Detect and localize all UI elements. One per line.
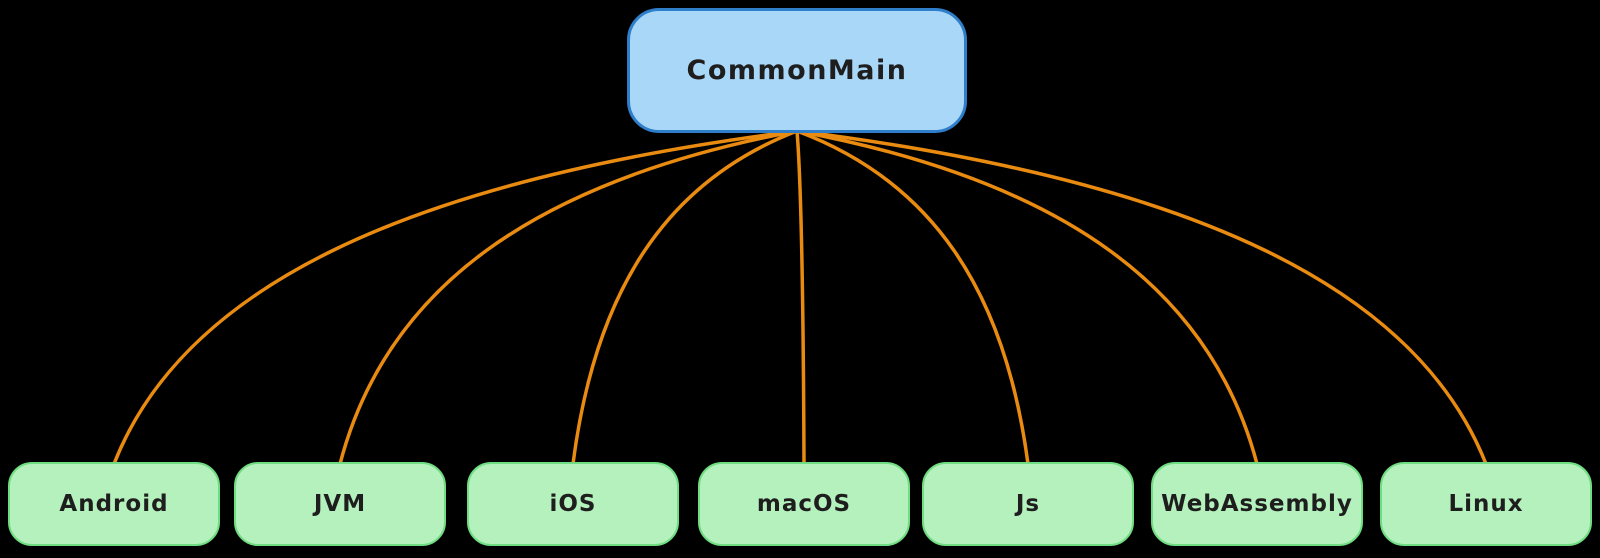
node-android: Android (8, 462, 220, 546)
node-commonmain: CommonMain (627, 8, 967, 133)
edge-commonMain-js (795, 129, 1030, 466)
node-macos-label: macOS (756, 491, 852, 517)
node-ios-label: iOS (549, 491, 597, 517)
node-webassembly-label: WebAssembly (1161, 491, 1353, 517)
edge-commonMain-webassembly (795, 129, 1259, 466)
node-macos: macOS (698, 462, 910, 546)
edge-commonMain-android (112, 129, 799, 466)
node-android-label: Android (59, 491, 169, 517)
edge-commonMain-jvm (338, 129, 799, 466)
node-linux: Linux (1380, 462, 1592, 546)
node-jvm: JVM (234, 462, 446, 546)
node-js: Js (922, 462, 1134, 546)
node-jvm-label: JVM (313, 491, 367, 517)
node-linux-label: Linux (1448, 491, 1524, 517)
edge-commonMain-linux (795, 129, 1488, 466)
edge-commonMain-macos (795, 129, 806, 466)
edge-commonMain-ios (571, 129, 799, 466)
node-js-label: Js (1015, 491, 1041, 517)
node-webassembly: WebAssembly (1151, 462, 1363, 546)
node-ios: iOS (467, 462, 679, 546)
node-commonmain-label: CommonMain (686, 55, 908, 86)
